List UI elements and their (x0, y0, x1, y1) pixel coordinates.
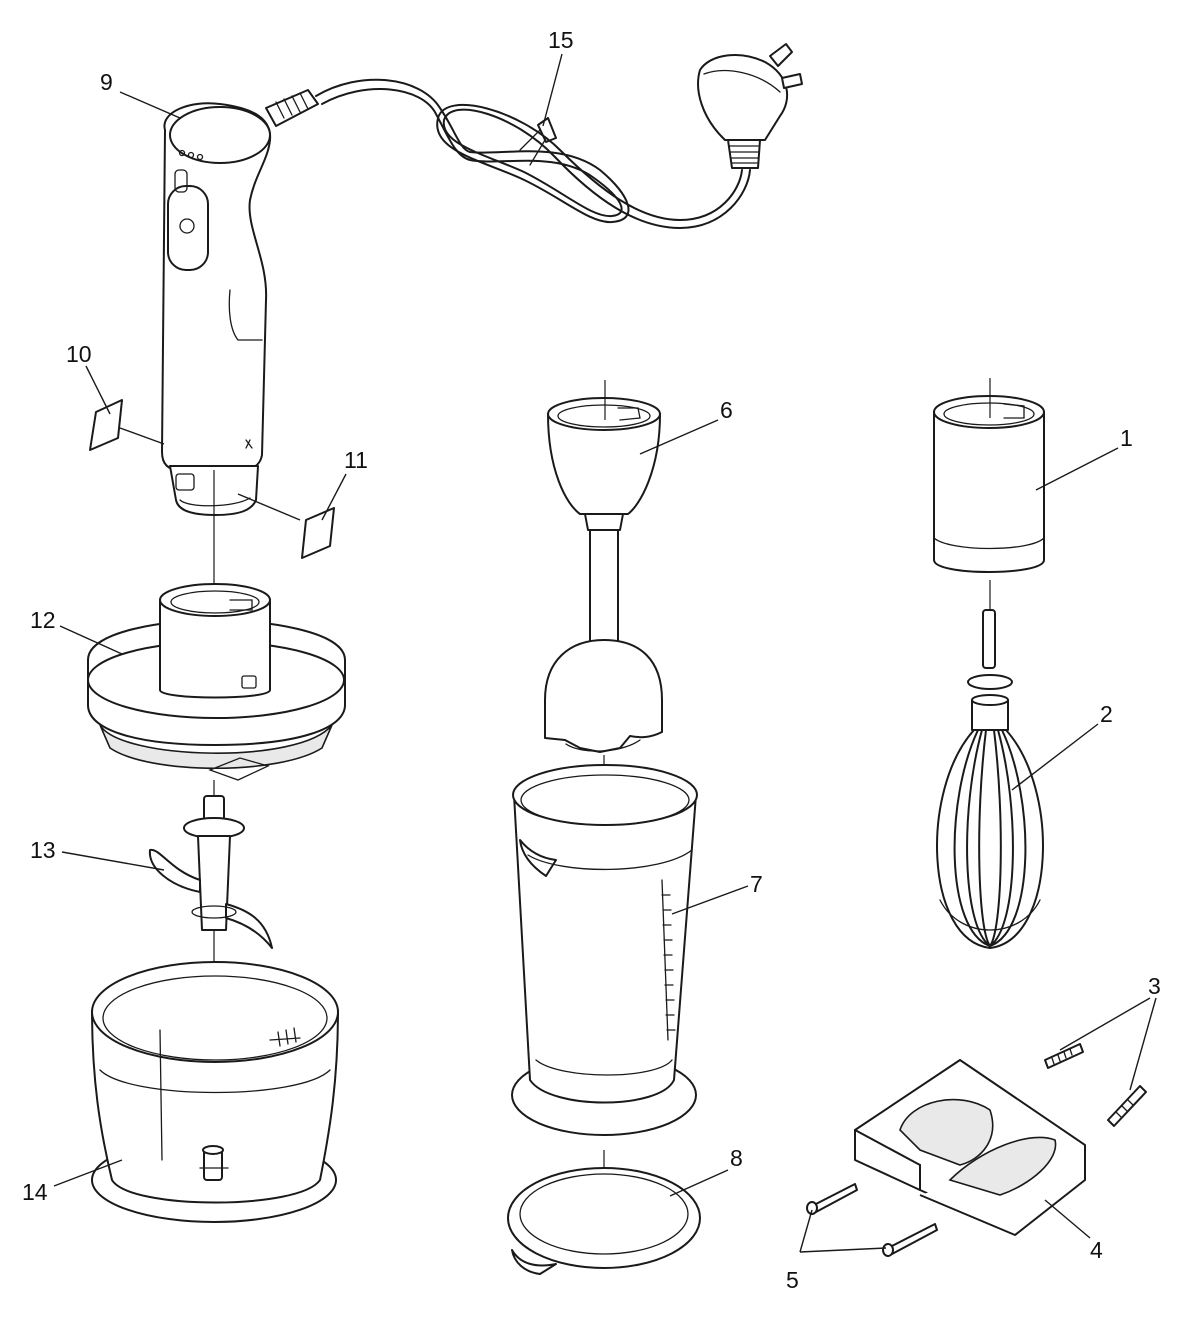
motor-unit (161, 102, 272, 516)
leader-lines (53, 53, 1157, 1253)
callout-8: 8 (730, 1145, 743, 1171)
chopper-lid (87, 583, 346, 781)
wall-dowels (1044, 1043, 1147, 1127)
callout-7: 7 (750, 871, 763, 897)
callout-4: 4 (1090, 1237, 1103, 1263)
whisk (936, 609, 1044, 949)
beaker (511, 764, 698, 1136)
callout-10: 10 (66, 341, 92, 367)
callout-14: 14 (22, 1179, 48, 1205)
callout-9: 9 (100, 69, 113, 95)
callout-5: 5 (786, 1267, 799, 1293)
callout-1: 1 (1120, 425, 1133, 451)
power-cord (265, 43, 803, 229)
wall-bracket (854, 1059, 1086, 1236)
blender-shaft (544, 397, 663, 753)
callout-13: 13 (30, 837, 56, 863)
callout-3: 3 (1148, 973, 1161, 999)
sticker-11 (301, 507, 335, 559)
chopper-blade (148, 795, 273, 949)
callout-2: 2 (1100, 701, 1113, 727)
chopper-bowl (91, 961, 339, 1223)
callout-15: 15 (548, 27, 574, 53)
sticker-10 (89, 399, 123, 451)
callout-11: 11 (344, 447, 368, 473)
whisk-adaptor (933, 395, 1045, 573)
callout-6: 6 (720, 397, 733, 423)
beaker-lid (507, 1167, 701, 1275)
wall-screws (806, 1183, 938, 1257)
callout-12: 12 (30, 607, 56, 633)
